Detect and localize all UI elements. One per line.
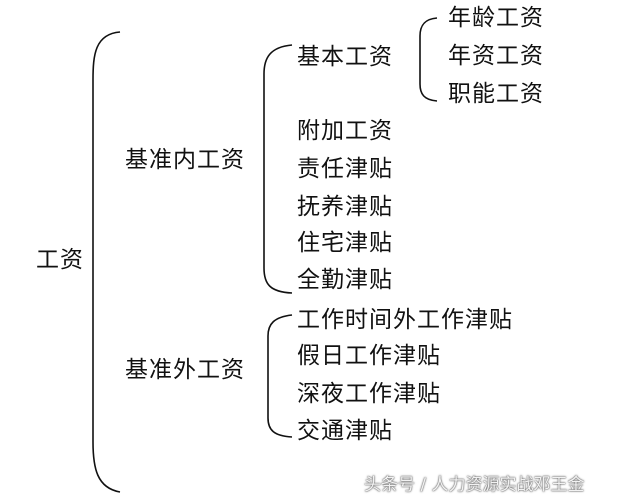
watermark: 头条号 / 人力资源实战邓王金 bbox=[364, 475, 585, 495]
responsibility-allowance-label: 责任津贴 bbox=[297, 156, 393, 182]
night-allowance-label: 深夜工作津贴 bbox=[297, 381, 441, 407]
base-salary-brace bbox=[419, 17, 438, 102]
skill-salary-label: 职能工资 bbox=[448, 81, 544, 107]
overtime-allowance-label: 工作时间外工作津贴 bbox=[297, 307, 513, 333]
base-salary-label: 基本工资 bbox=[297, 44, 393, 70]
root-label: 工资 bbox=[36, 247, 84, 273]
seniority-salary-label: 年资工资 bbox=[448, 43, 544, 69]
outer-salary-label: 基准外工资 bbox=[125, 357, 245, 383]
holiday-allowance-label: 假日工作津贴 bbox=[297, 343, 441, 369]
age-salary-label: 年龄工资 bbox=[448, 5, 544, 31]
attendance-allowance-label: 全勤津贴 bbox=[297, 267, 393, 293]
inner-salary-brace bbox=[263, 44, 293, 294]
inner-salary-label: 基准内工资 bbox=[125, 147, 245, 173]
family-allowance-label: 抚养津贴 bbox=[297, 194, 393, 220]
outer-salary-brace bbox=[267, 314, 293, 438]
transport-allowance-label: 交通津贴 bbox=[297, 418, 393, 444]
housing-allowance-label: 住宅津贴 bbox=[297, 230, 393, 256]
additional-salary-label: 附加工资 bbox=[297, 118, 393, 144]
root-brace bbox=[92, 31, 121, 493]
